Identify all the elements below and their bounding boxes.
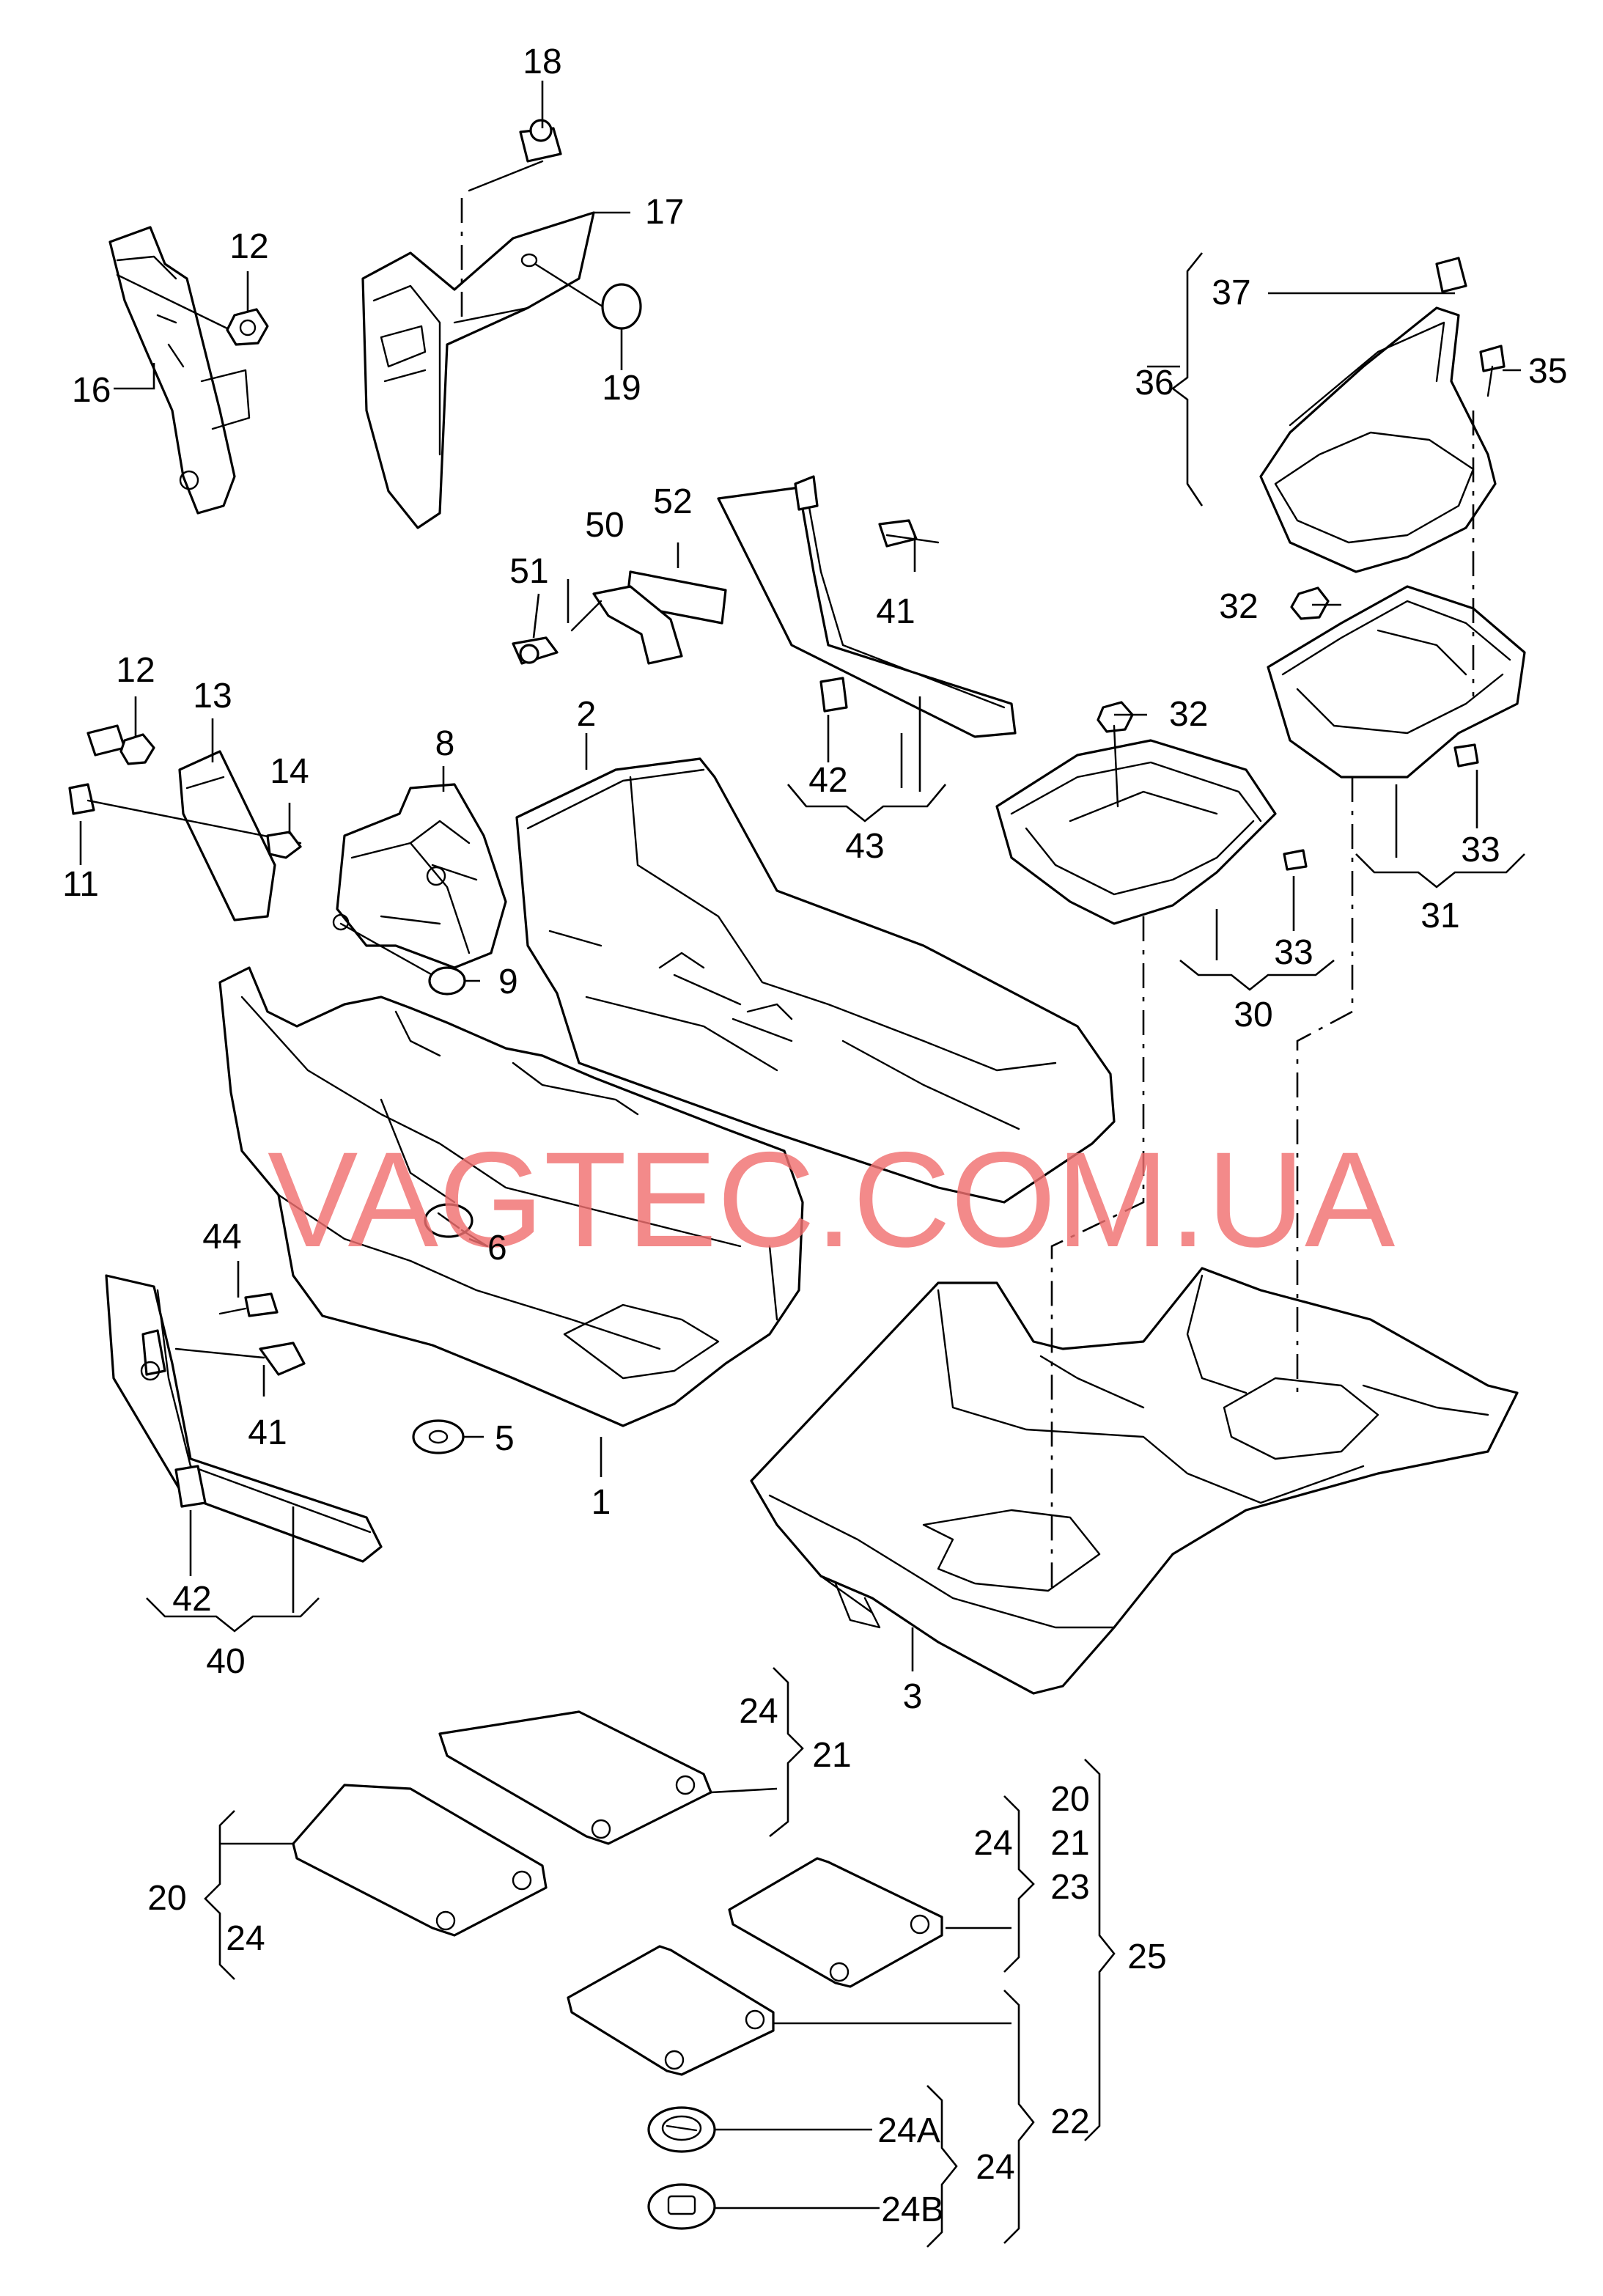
label-40: 40 (206, 1642, 245, 1681)
grommet-5 (412, 1419, 465, 1454)
label-12-mid: 12 (116, 651, 155, 690)
label-19: 19 (602, 369, 641, 408)
label-32-upper: 32 (1219, 587, 1258, 626)
label-35: 35 (1528, 352, 1567, 391)
label-51: 51 (509, 552, 548, 591)
label-3: 3 (903, 1677, 923, 1716)
label-5: 5 (495, 1419, 515, 1458)
part-43-sill-strip (717, 475, 1017, 738)
label-31: 31 (1420, 897, 1459, 935)
label-24-clips: 24 (976, 2148, 1014, 2187)
label-24A: 24A (877, 2111, 940, 2150)
leader-lines (79, 81, 1521, 2209)
label-23: 23 (1050, 1868, 1089, 1907)
label-17: 17 (645, 193, 684, 232)
braces (146, 252, 1525, 2248)
label-24-mat23: 24 (973, 1824, 1012, 1863)
alignment-lines (1050, 411, 1475, 1591)
label-42-bottom: 42 (172, 1580, 211, 1619)
part-40-front-sill (105, 1274, 383, 1563)
parts-11-12-14-fasteners (68, 724, 302, 859)
part-30-storage-tray (995, 701, 1308, 925)
label-24-front: 24 (226, 1919, 265, 1958)
clip-24B (647, 2183, 716, 2230)
label-41-bottom: 41 (248, 1413, 287, 1452)
callout-labels: 18 17 12 19 16 12 13 14 11 8 9 2 51 50 5… (62, 43, 1567, 2229)
label-30: 30 (1234, 996, 1272, 1034)
label-24-rear: 24 (739, 1692, 778, 1731)
label-2: 2 (577, 695, 597, 734)
label-9: 9 (498, 963, 518, 1001)
label-20-front: 20 (147, 1879, 186, 1918)
label-11: 11 (62, 865, 99, 904)
part-13-trim-panel (178, 750, 276, 921)
label-18: 18 (523, 43, 561, 81)
label-42-top: 42 (808, 761, 847, 800)
part-2-rear-carpet (515, 757, 1116, 1204)
label-33-upper: 33 (1461, 831, 1500, 869)
label-22: 22 (1050, 2102, 1089, 2141)
label-32-lower: 32 (1169, 695, 1208, 734)
label-43: 43 (845, 827, 884, 866)
label-16: 16 (72, 371, 111, 410)
part-16-bracket (108, 226, 251, 515)
label-20-set: 20 (1050, 1780, 1089, 1819)
label-44: 44 (202, 1218, 241, 1256)
label-6: 6 (487, 1229, 507, 1267)
label-41-top: 41 (876, 592, 915, 631)
parts-50-51-52 (512, 570, 727, 665)
part-36-lid (1259, 257, 1506, 573)
screws-44-41 (174, 1292, 306, 1376)
part-3-complete-carpet (750, 1267, 1519, 1695)
clip-18 (468, 119, 562, 192)
nut-12-top (116, 273, 269, 346)
part-31-storage-tray (1267, 585, 1526, 779)
clip-24A (647, 2106, 716, 2153)
part-8-bracket (332, 783, 507, 996)
label-8: 8 (435, 724, 455, 763)
label-21-set: 21 (1050, 1824, 1089, 1863)
label-12-top: 12 (229, 227, 268, 266)
label-36: 36 (1135, 364, 1173, 402)
mat-rear-21 (438, 1710, 712, 1845)
label-52: 52 (653, 482, 692, 521)
label-21-rear: 21 (812, 1736, 851, 1775)
label-33-lower: 33 (1274, 933, 1313, 972)
mat-23 (728, 1857, 943, 1988)
mat-front-20 (292, 1784, 548, 1937)
label-1: 1 (592, 1483, 611, 1522)
watermark-text: VAGTEC.COM.UA (268, 1125, 1396, 1276)
label-37: 37 (1212, 273, 1250, 312)
part-17-pillar-trim (361, 198, 595, 529)
label-50: 50 (585, 506, 624, 545)
label-14: 14 (270, 752, 309, 791)
part-1-front-carpet (218, 966, 804, 1427)
label-25: 25 (1127, 1938, 1166, 1976)
label-13: 13 (193, 677, 232, 715)
mat-22 (567, 1945, 775, 2076)
label-24B: 24B (881, 2190, 943, 2229)
